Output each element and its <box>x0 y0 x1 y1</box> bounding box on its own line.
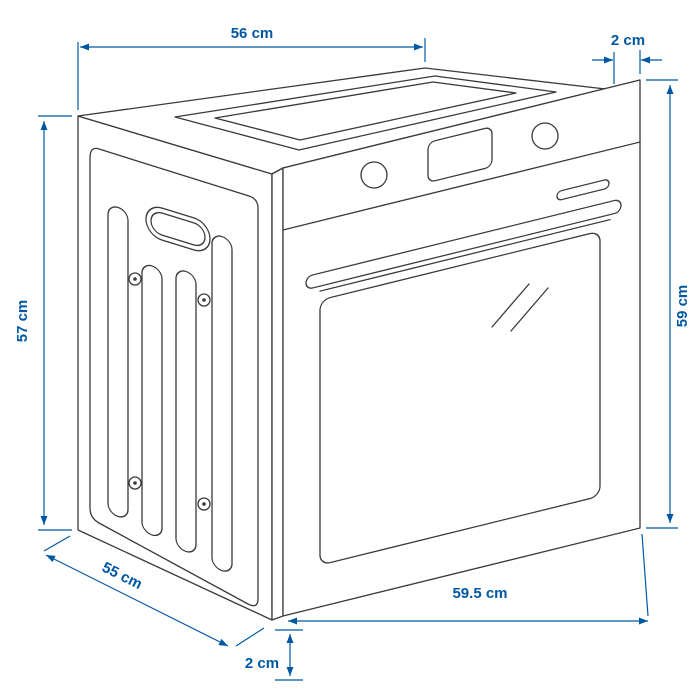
dimension-label-top-right-overhang: 2 cm <box>611 32 645 49</box>
side-rib-1 <box>107 206 129 518</box>
screw-hole-3-center <box>133 481 137 485</box>
dim-top-width: 56 cm <box>77 25 426 110</box>
oven-front-frame <box>282 79 641 617</box>
screw-hole-4 <box>197 497 211 511</box>
top-tray-inner <box>214 81 517 141</box>
dim-bottom-overhang: 2 cm <box>245 629 303 681</box>
door-glass <box>319 232 601 564</box>
side-handle-cutout-outer <box>145 206 211 252</box>
extension-line <box>235 627 265 647</box>
screw-hole-1 <box>128 272 142 286</box>
side-screw-holes <box>128 272 211 511</box>
side-rib-2 <box>141 264 163 537</box>
control-panel-divider <box>282 141 641 231</box>
side-handle-cutout-inner <box>150 211 206 247</box>
dimension-label-bottom-overhang: 2 cm <box>245 655 279 672</box>
dimension-label-front-width: 59.5 cm <box>452 585 507 602</box>
dimension-annotations: 56 cm 2 cm 57 cm 59 cm <box>14 25 691 681</box>
oven-side-panel <box>77 115 273 621</box>
glass-reflection-1 <box>491 283 530 328</box>
screw-hole-4-center <box>202 502 206 506</box>
dim-left-height: 57 cm <box>14 115 72 531</box>
screw-hole-2-center <box>202 298 206 302</box>
door-latch-detail <box>556 179 610 201</box>
dim-front-width: 59.5 cm <box>288 533 649 625</box>
side-rib-3 <box>175 270 197 553</box>
side-inner-contour <box>89 147 259 607</box>
extension-line <box>43 535 71 552</box>
dimension-label-right-height: 59 cm <box>674 285 691 328</box>
dim-top-right-overhang: 2 cm <box>592 32 662 84</box>
screw-hole-2 <box>197 293 211 307</box>
glass-reflection-2 <box>510 287 549 332</box>
oven-drawing <box>77 67 641 621</box>
oven-frame-left-edge <box>271 167 284 621</box>
screw-hole-1-center <box>133 277 137 281</box>
extension-line <box>641 533 649 617</box>
control-display <box>427 127 493 182</box>
dimension-label-top-width: 56 cm <box>231 25 274 42</box>
dimension-label-depth: 55 cm <box>99 559 145 593</box>
dim-right-height: 59 cm <box>646 79 691 529</box>
dimension-label-left-height: 57 cm <box>14 300 31 343</box>
control-knob-right <box>531 122 559 150</box>
front-face-details <box>305 127 622 564</box>
screw-hole-3 <box>128 476 142 490</box>
control-knob-left <box>360 161 388 189</box>
door-handle <box>305 199 622 289</box>
dimension-arrow <box>45 554 229 647</box>
top-tray-outer <box>174 75 557 151</box>
door-handle-shadow <box>319 218 611 292</box>
